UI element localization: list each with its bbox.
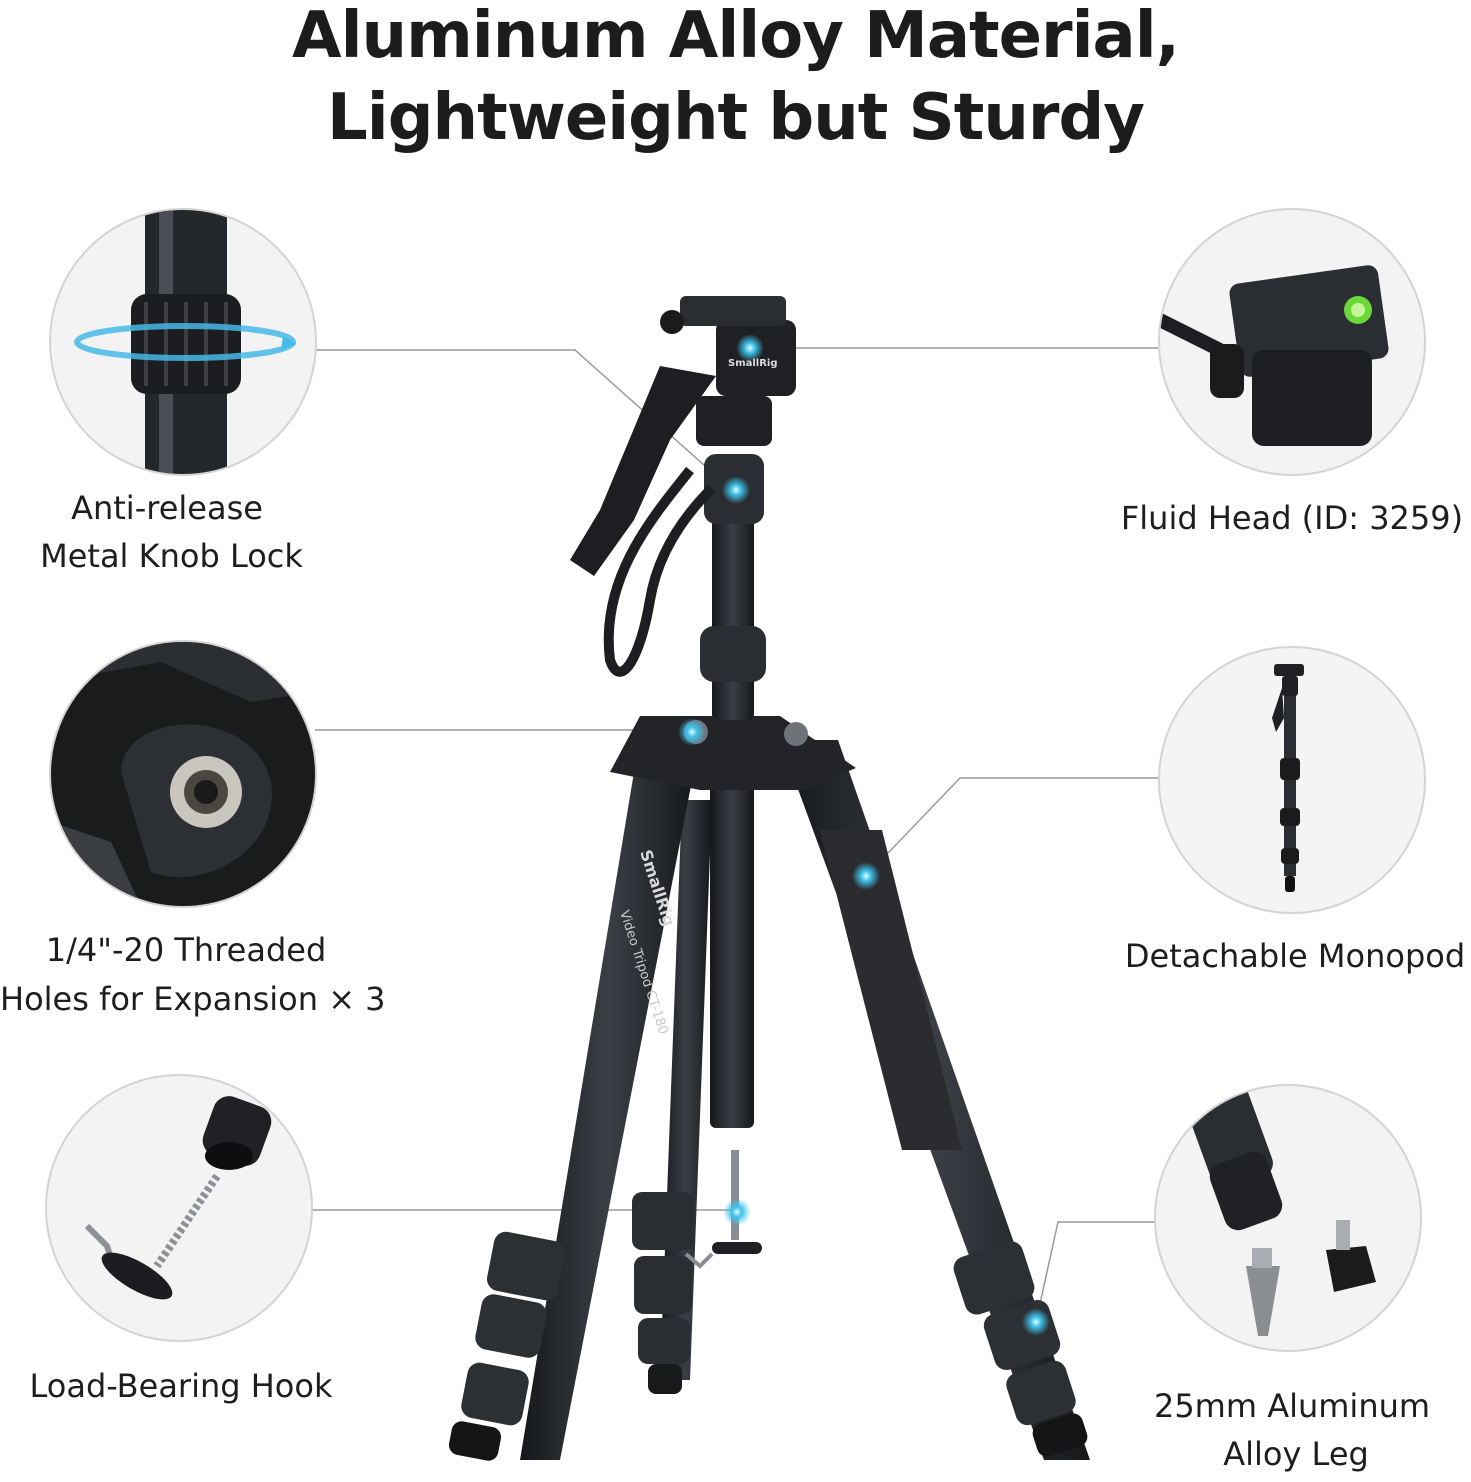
callout-dots [678,334,1050,1336]
headline-line-2: Lightweight but Sturdy [327,81,1145,155]
leader-knob-lock [315,349,733,491]
leader-monopod [865,777,1158,877]
knob-lock-detail-image [49,208,317,476]
leader-leg [1035,1221,1158,1323]
knob-lock-label-line-1: Anti-release [71,489,263,527]
leg-label-line-2: Alloy Leg [1223,1435,1369,1473]
head-print-brand: SmallRig [728,358,778,369]
leg-detail-image [1154,1084,1422,1352]
monopod-label: Detachable Monopod [1124,937,1466,975]
threaded-holes-label-line-2: Holes for Expansion × 3 [0,980,386,1018]
threaded-holes-detail-image [49,640,317,908]
threaded-holes-label-line-1: 1/4"-20 Threaded [45,931,327,969]
fluid-head-label: Fluid Head (ID: 3259) [1120,499,1464,537]
leg-label-line-1: 25mm Aluminum [1153,1387,1431,1425]
knob-lock-label-line-2: Metal Knob Lock [40,537,303,575]
fluid-head-detail-image [1158,208,1426,476]
tripod-body [448,296,1090,1461]
hook-label: Load-Bearing Hook [29,1367,333,1405]
monopod-detail-image [1158,646,1426,914]
headline-line-1: Aluminum Alloy Material, [292,0,1180,73]
hook-detail-image [45,1074,313,1342]
